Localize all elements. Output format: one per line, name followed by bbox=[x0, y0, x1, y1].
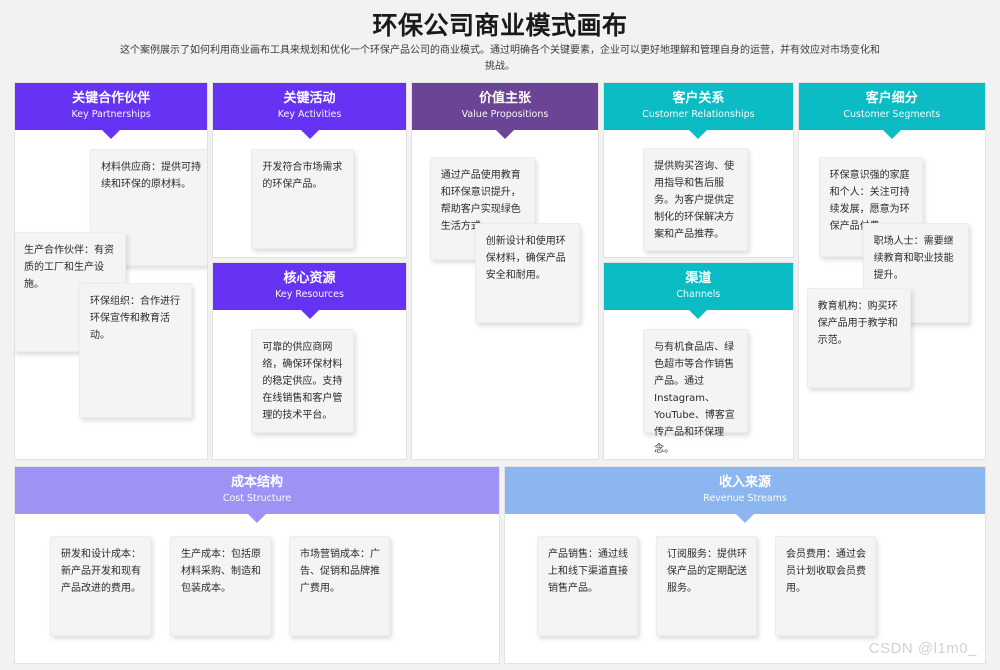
block-key-activities[interactable]: 关键活动 Key Activities 开发符合市场需求的环保产品。 bbox=[212, 82, 407, 258]
block-header-key-partnerships: 关键合作伙伴 Key Partnerships bbox=[15, 83, 208, 139]
block-revenue-streams[interactable]: 收入来源 Revenue Streams 产品销售：通过线上和线下渠道直接销售产… bbox=[504, 466, 986, 664]
block-header-channels: 渠道 Channels bbox=[604, 263, 793, 319]
note-card[interactable]: 教育机构：购买环保产品用于教学和示范。 bbox=[806, 288, 911, 388]
block-title-en: Cost Structure bbox=[222, 493, 292, 504]
note-card[interactable]: 生产成本：包括原材料采购、制造和包装成本。 bbox=[170, 536, 271, 636]
block-customer-segments[interactable]: 客户细分 Customer Segments 环保意识强的家庭和个人：关注可持续… bbox=[797, 82, 986, 460]
block-header-key-resources: 核心资源 Key Resources bbox=[213, 263, 406, 319]
note-card[interactable]: 提供购买咨询、使用指导和售后服务。为客户提供定制化的环保解决方案和产品推荐。 bbox=[643, 148, 749, 251]
block-title-zh: 客户细分 bbox=[865, 91, 918, 106]
note-card[interactable]: 订阅服务：提供环保产品的定期配送服务。 bbox=[656, 536, 757, 636]
csdn-watermark: CSDN @l1m0_ bbox=[868, 640, 977, 657]
block-header-customer-relationships: 客户关系 Customer Relationships bbox=[604, 83, 793, 139]
column-customer-relationships: 客户关系 Customer Relationships 提供购买咨询、使用指导和… bbox=[603, 82, 794, 460]
notes-container: 产品销售：通过线上和线下渠道直接销售产品。 订阅服务：提供环保产品的定期配送服务… bbox=[505, 514, 985, 663]
block-title-zh: 价值主张 bbox=[478, 91, 531, 106]
note-card[interactable]: 开发符合市场需求的环保产品。 bbox=[251, 149, 355, 249]
notes-container: 通过产品使用教育和环保意识提升，帮助客户实现绿色生活方式。 创新设计和使用环保材… bbox=[412, 130, 598, 459]
header-arrow-icon bbox=[248, 514, 266, 523]
block-key-resources[interactable]: 核心资源 Key Resources 可靠的供应商网络，确保环保材料的稳定供应。… bbox=[212, 262, 407, 460]
notes-container: 提供购买咨询、使用指导和售后服务。为客户提供定制化的环保解决方案和产品推荐。 bbox=[604, 130, 792, 257]
header-arrow-icon bbox=[300, 310, 319, 319]
block-title-zh: 渠道 bbox=[685, 271, 712, 286]
block-title-en: Customer Segments bbox=[843, 109, 941, 120]
block-key-partnerships[interactable]: 关键合作伙伴 Key Partnerships 材料供应商：提供可持续和环保的原… bbox=[14, 82, 209, 460]
canvas-bottom-row: 成本结构 Cost Structure 研发和设计成本：新产品开发和现有产品改进… bbox=[14, 466, 986, 664]
note-card[interactable]: 环保组织：合作进行环保宣传和教育活动。 bbox=[79, 283, 192, 418]
block-customer-relationships[interactable]: 客户关系 Customer Relationships 提供购买咨询、使用指导和… bbox=[603, 82, 794, 258]
column-key-partnerships: 关键合作伙伴 Key Partnerships 材料供应商：提供可持续和环保的原… bbox=[14, 82, 209, 460]
header-arrow-icon bbox=[736, 514, 754, 523]
page-subtitle: 这个案例展示了如何利用商业画布工具来规划和优化一个环保产品公司的商业模式。通过明… bbox=[120, 45, 880, 72]
block-title-zh: 成本结构 bbox=[230, 475, 283, 490]
notes-container: 环保意识强的家庭和个人：关注可持续发展，愿意为环保产品付费。 职场人士：需要继续… bbox=[799, 130, 985, 459]
header-arrow-icon bbox=[300, 130, 319, 139]
header-arrow-icon bbox=[102, 130, 121, 139]
column-key-activities: 关键活动 Key Activities 开发符合市场需求的环保产品。 核心资源 … bbox=[212, 82, 407, 460]
block-title-zh: 客户关系 bbox=[672, 91, 725, 106]
header-arrow-icon bbox=[689, 130, 708, 139]
column-customer-segments: 客户细分 Customer Segments 环保意识强的家庭和个人：关注可持续… bbox=[797, 82, 986, 460]
notes-container: 开发符合市场需求的环保产品。 bbox=[213, 130, 405, 257]
block-title-en: Revenue Streams bbox=[703, 493, 787, 504]
page-title: 环保公司商业模式画布 bbox=[372, 11, 628, 40]
canvas-top-row: 关键合作伙伴 Key Partnerships 材料供应商：提供可持续和环保的原… bbox=[14, 82, 986, 460]
block-title-en: Value Propositions bbox=[461, 109, 549, 120]
block-header-value-propositions: 价值主张 Value Propositions bbox=[411, 83, 599, 139]
block-title-zh: 关键合作伙伴 bbox=[72, 91, 151, 106]
block-title-zh: 关键活动 bbox=[283, 91, 336, 106]
note-card[interactable]: 市场营销成本：广告、促销和品牌推广费用。 bbox=[289, 536, 390, 636]
notes-container: 研发和设计成本：新产品开发和现有产品改进的费用。 生产成本：包括原材料采购、制造… bbox=[15, 514, 499, 663]
header-arrow-icon bbox=[689, 310, 708, 319]
note-card[interactable]: 与有机食品店、绿色超市等合作销售产品。通过Instagram、YouTube、博… bbox=[643, 329, 749, 455]
block-header-revenue-streams: 收入来源 Revenue Streams bbox=[505, 467, 985, 523]
note-card[interactable]: 会员费用：通过会员计划收取会员费用。 bbox=[775, 536, 876, 636]
notes-container: 材料供应商：提供可持续和环保的原材料。 生产合作伙伴：有资质的工厂和生产设施。 … bbox=[15, 130, 208, 459]
block-value-propositions[interactable]: 价值主张 Value Propositions 通过产品使用教育和环保意识提升，… bbox=[410, 82, 600, 460]
note-card[interactable]: 研发和设计成本：新产品开发和现有产品改进的费用。 bbox=[50, 536, 151, 636]
note-card[interactable]: 可靠的供应商网络，确保环保材料的稳定供应。支持在线销售和客户管理的技术平台。 bbox=[251, 329, 355, 433]
block-header-customer-segments: 客户细分 Customer Segments bbox=[798, 83, 985, 139]
note-card[interactable]: 创新设计和使用环保材料，确保产品安全和耐用。 bbox=[474, 223, 580, 323]
block-header-cost-structure: 成本结构 Cost Structure bbox=[15, 467, 499, 523]
column-value-propositions: 价值主张 Value Propositions 通过产品使用教育和环保意识提升，… bbox=[410, 82, 600, 460]
block-header-key-activities: 关键活动 Key Activities bbox=[213, 83, 406, 139]
block-title-en: Key Partnerships bbox=[71, 109, 151, 120]
block-title-en: Key Resources bbox=[275, 289, 344, 300]
block-cost-structure[interactable]: 成本结构 Cost Structure 研发和设计成本：新产品开发和现有产品改进… bbox=[14, 466, 500, 664]
block-title-en: Key Activities bbox=[277, 109, 342, 120]
block-title-zh: 收入来源 bbox=[718, 475, 771, 490]
block-title-en: Customer Relationships bbox=[642, 109, 755, 120]
notes-container: 与有机食品店、绿色超市等合作销售产品。通过Instagram、YouTube、博… bbox=[604, 310, 792, 459]
notes-container: 可靠的供应商网络，确保环保材料的稳定供应。支持在线销售和客户管理的技术平台。 bbox=[213, 310, 405, 459]
header-arrow-icon bbox=[495, 130, 514, 139]
block-title-zh: 核心资源 bbox=[283, 271, 336, 286]
note-card[interactable]: 产品销售：通过线上和线下渠道直接销售产品。 bbox=[537, 536, 638, 636]
block-channels[interactable]: 渠道 Channels 与有机食品店、绿色超市等合作销售产品。通过Instagr… bbox=[603, 262, 794, 460]
header-arrow-icon bbox=[882, 130, 901, 139]
block-title-en: Channels bbox=[676, 289, 721, 300]
